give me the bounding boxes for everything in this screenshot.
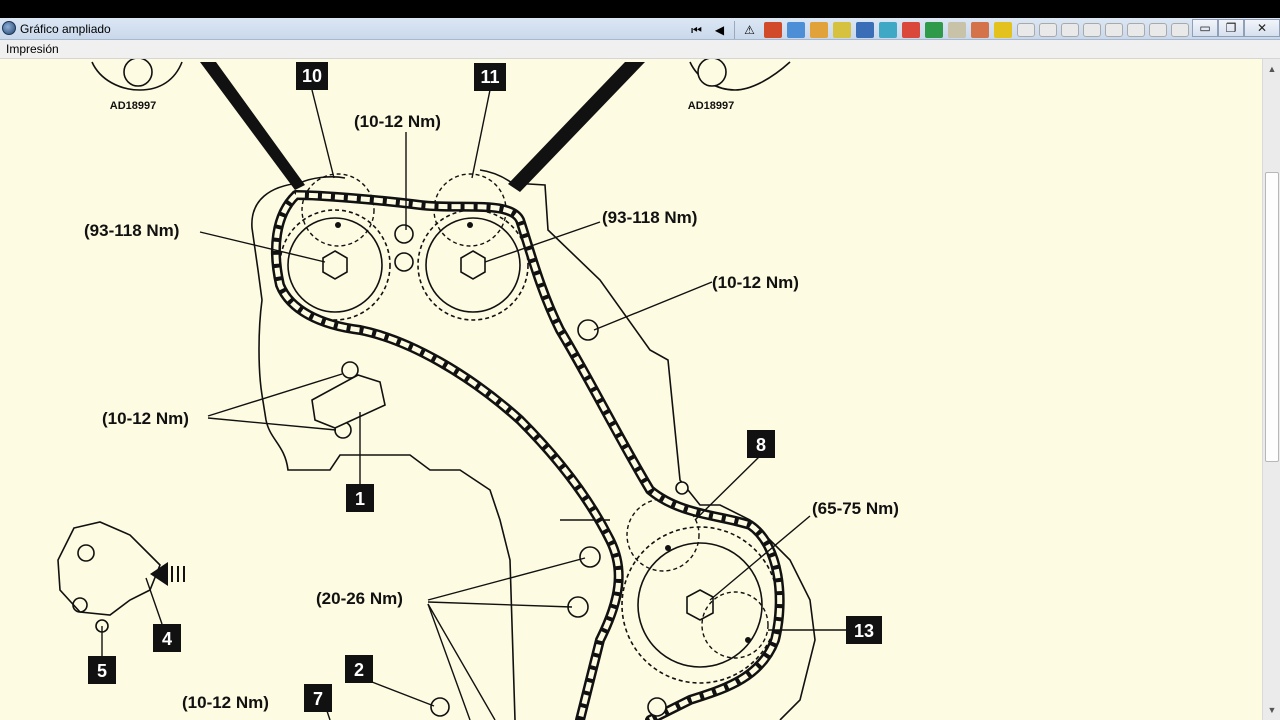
warning-button[interactable]: ⚠	[739, 20, 760, 40]
callout-8-text: 8	[756, 435, 766, 455]
restore-icon: ❐	[1225, 21, 1237, 35]
close-icon: ✕	[1256, 21, 1268, 35]
chain-links	[273, 192, 783, 720]
callout-2: 2	[345, 655, 373, 683]
torque-label-tensioner: (10-12 Nm)	[102, 409, 189, 428]
callout-11-text: 11	[480, 67, 499, 87]
scroll-down-icon[interactable]: ▼	[1267, 705, 1277, 715]
prev-page-icon: ◀	[714, 23, 725, 37]
callout-5: 5	[88, 656, 116, 684]
tool-button-10[interactable]	[969, 20, 990, 40]
timing-dots	[335, 222, 751, 643]
toolbar: ⏮ ◀ ⚠	[686, 19, 1189, 41]
tool-icon	[947, 22, 966, 38]
tool-icon	[763, 22, 782, 38]
tool-button-6[interactable]	[877, 20, 898, 40]
callout-1-text: 1	[355, 489, 365, 509]
minimize-icon: ▭	[1199, 21, 1211, 35]
menu-bar: Impresión	[0, 40, 1280, 59]
warning-icon: ⚠	[744, 23, 755, 37]
window-title: Gráfico ampliado	[20, 22, 111, 36]
callout-4: 4	[153, 624, 181, 652]
menu-item-impresion[interactable]: Impresión	[6, 42, 59, 56]
disabled-tool-icon	[1127, 23, 1145, 37]
tool-button-1[interactable]	[762, 20, 783, 40]
disabled-tool-group	[1017, 23, 1189, 37]
disabled-tool-icon	[1017, 23, 1035, 37]
first-page-button[interactable]: ⏮	[686, 20, 707, 40]
crank-sprocket	[621, 526, 779, 684]
tool-button-3[interactable]	[808, 20, 829, 40]
timing-chain-diagram: 10 11 8 13 1 4	[57, 59, 899, 720]
tool-button-11[interactable]	[992, 20, 1013, 40]
callout-10-text: 10	[302, 66, 322, 86]
callout-8: 8	[747, 430, 775, 458]
tool-button-8[interactable]	[923, 20, 944, 40]
minimize-button[interactable]: ▭	[1192, 19, 1218, 37]
restore-button[interactable]: ❐	[1218, 19, 1244, 37]
scroll-up-icon[interactable]: ▲	[1267, 64, 1277, 74]
disabled-tool-icon	[1171, 23, 1189, 37]
torque-label-top: (10-12 Nm)	[354, 112, 441, 131]
tensioner	[57, 374, 386, 633]
first-page-icon: ⏮	[691, 22, 702, 37]
leader-lines	[101, 89, 848, 720]
torque-label-crank: (65-75 Nm)	[812, 499, 899, 518]
torque-label-lower-guide: (20-26 Nm)	[316, 589, 403, 608]
disabled-tool-icon	[1105, 23, 1123, 37]
callout-13-text: 13	[854, 621, 874, 641]
part-code-left: AD18997	[110, 100, 156, 112]
tool-icon	[993, 22, 1012, 38]
callout-11: 11	[474, 63, 506, 91]
torque-label-right-cam: (93-118 Nm)	[602, 208, 697, 227]
callout-2-text: 2	[354, 660, 364, 680]
disabled-tool-icon	[1149, 23, 1167, 37]
top-black-band	[0, 0, 1280, 18]
cam-sprocket-left	[279, 209, 391, 321]
callout-7: 7	[304, 684, 332, 712]
tool-button-2[interactable]	[785, 20, 806, 40]
callout-13: 13	[846, 616, 882, 644]
callout-5-text: 5	[97, 661, 107, 681]
tool-group	[762, 20, 1013, 40]
torque-specs: (10-12 Nm) (93-118 Nm) (93-118 Nm) (10-1…	[84, 112, 899, 712]
disabled-tool-icon	[1061, 23, 1079, 37]
callout-1: 1	[346, 484, 374, 512]
tool-icon	[970, 22, 989, 38]
callout-10: 10	[296, 62, 328, 90]
tool-icon	[878, 22, 897, 38]
disabled-tool-icon	[1039, 23, 1057, 37]
tool-button-5[interactable]	[854, 20, 875, 40]
tool-icon	[901, 22, 920, 38]
vertical-scrollbar[interactable]: ▲ ▼	[1262, 59, 1280, 720]
part-code-right: AD18997	[688, 100, 734, 112]
close-button[interactable]: ✕	[1244, 19, 1280, 37]
app-icon	[2, 21, 16, 35]
torque-label-left-cam: (93-118 Nm)	[84, 221, 179, 240]
disabled-tool-icon	[1083, 23, 1101, 37]
torque-label-guide: (10-12 Nm)	[712, 273, 799, 292]
tool-icon	[786, 22, 805, 38]
part-codes: AD18997 AD18997	[110, 100, 734, 112]
callout-7-text: 7	[313, 689, 323, 709]
belt-guides	[200, 62, 645, 192]
bolt-heads	[123, 59, 727, 87]
tool-icon	[809, 22, 828, 38]
callout-labels: 10 11 8 13 1 4	[88, 62, 882, 712]
tool-icon	[924, 22, 943, 38]
tool-icon	[855, 22, 874, 38]
window-controls: ▭ ❐ ✕	[1192, 18, 1280, 40]
tool-button-7[interactable]	[900, 20, 921, 40]
torque-label-bottom: (10-12 Nm)	[182, 693, 269, 712]
tool-icon	[832, 22, 851, 38]
toolbar-separator	[734, 21, 735, 39]
tool-button-4[interactable]	[831, 20, 852, 40]
scroll-thumb[interactable]	[1265, 172, 1279, 462]
prev-page-button[interactable]: ◀	[709, 20, 730, 40]
callout-4-text: 4	[162, 629, 172, 649]
diagram-viewport: 10 11 8 13 1 4	[0, 59, 1262, 720]
cam-sprocket-right	[417, 209, 529, 321]
tool-button-9[interactable]	[946, 20, 967, 40]
